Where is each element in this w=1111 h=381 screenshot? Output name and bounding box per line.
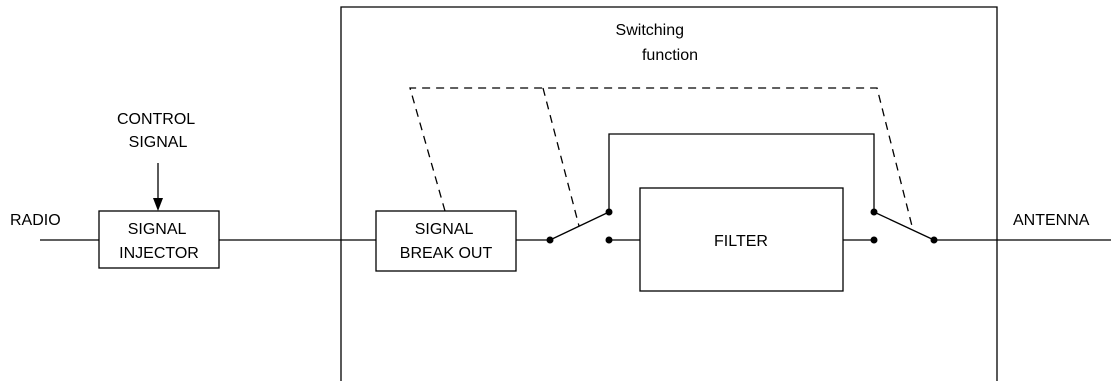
filter-block bbox=[639, 187, 844, 292]
signal-break-out-block bbox=[375, 210, 517, 272]
right-switch-pivot-dot bbox=[930, 236, 938, 244]
control-signal-arrowhead bbox=[153, 198, 163, 211]
switching-function-label-line2: function bbox=[642, 47, 698, 64]
signal-injector-label-line1: SIGNAL bbox=[128, 221, 187, 238]
left-switch-blade bbox=[549, 211, 610, 241]
bypass-line bbox=[608, 133, 875, 212]
signal-break-out-label: SIGNAL BREAK OUT bbox=[400, 221, 493, 262]
control-linkage-to-left-switch bbox=[542, 87, 580, 227]
right-switch-bypass-contact-dot bbox=[870, 208, 878, 216]
left-switch-bypass-contact-dot bbox=[605, 208, 613, 216]
left-switch-pivot-dot bbox=[546, 236, 554, 244]
antenna-label: ANTENNA bbox=[1013, 212, 1090, 229]
filter-label: FILTER bbox=[714, 233, 768, 250]
signal-break-out-label-line1: SIGNAL bbox=[415, 221, 474, 238]
signal-break-out-label-line2: BREAK OUT bbox=[400, 245, 493, 262]
signal-injector-label: SIGNAL INJECTOR bbox=[119, 221, 199, 262]
signal-injector-block bbox=[98, 210, 220, 269]
right-switch-filter-contact-dot bbox=[870, 236, 878, 244]
control-signal-label-line2: SIGNAL bbox=[129, 134, 188, 151]
right-switch-blade bbox=[873, 211, 935, 241]
control-signal-label: CONTROL SIGNAL bbox=[117, 111, 199, 151]
radio-label: RADIO bbox=[10, 212, 61, 229]
switching-function-enclosure bbox=[340, 6, 998, 381]
left-switch-filter-contact-dot bbox=[605, 236, 613, 244]
switching-function-label: Switching function bbox=[616, 22, 698, 64]
switching-function-label-line1: Switching bbox=[616, 22, 684, 39]
control-linkage-dashed bbox=[409, 87, 913, 227]
signal-injector-label-line2: INJECTOR bbox=[119, 245, 199, 262]
control-signal-label-line1: CONTROL bbox=[117, 111, 195, 128]
